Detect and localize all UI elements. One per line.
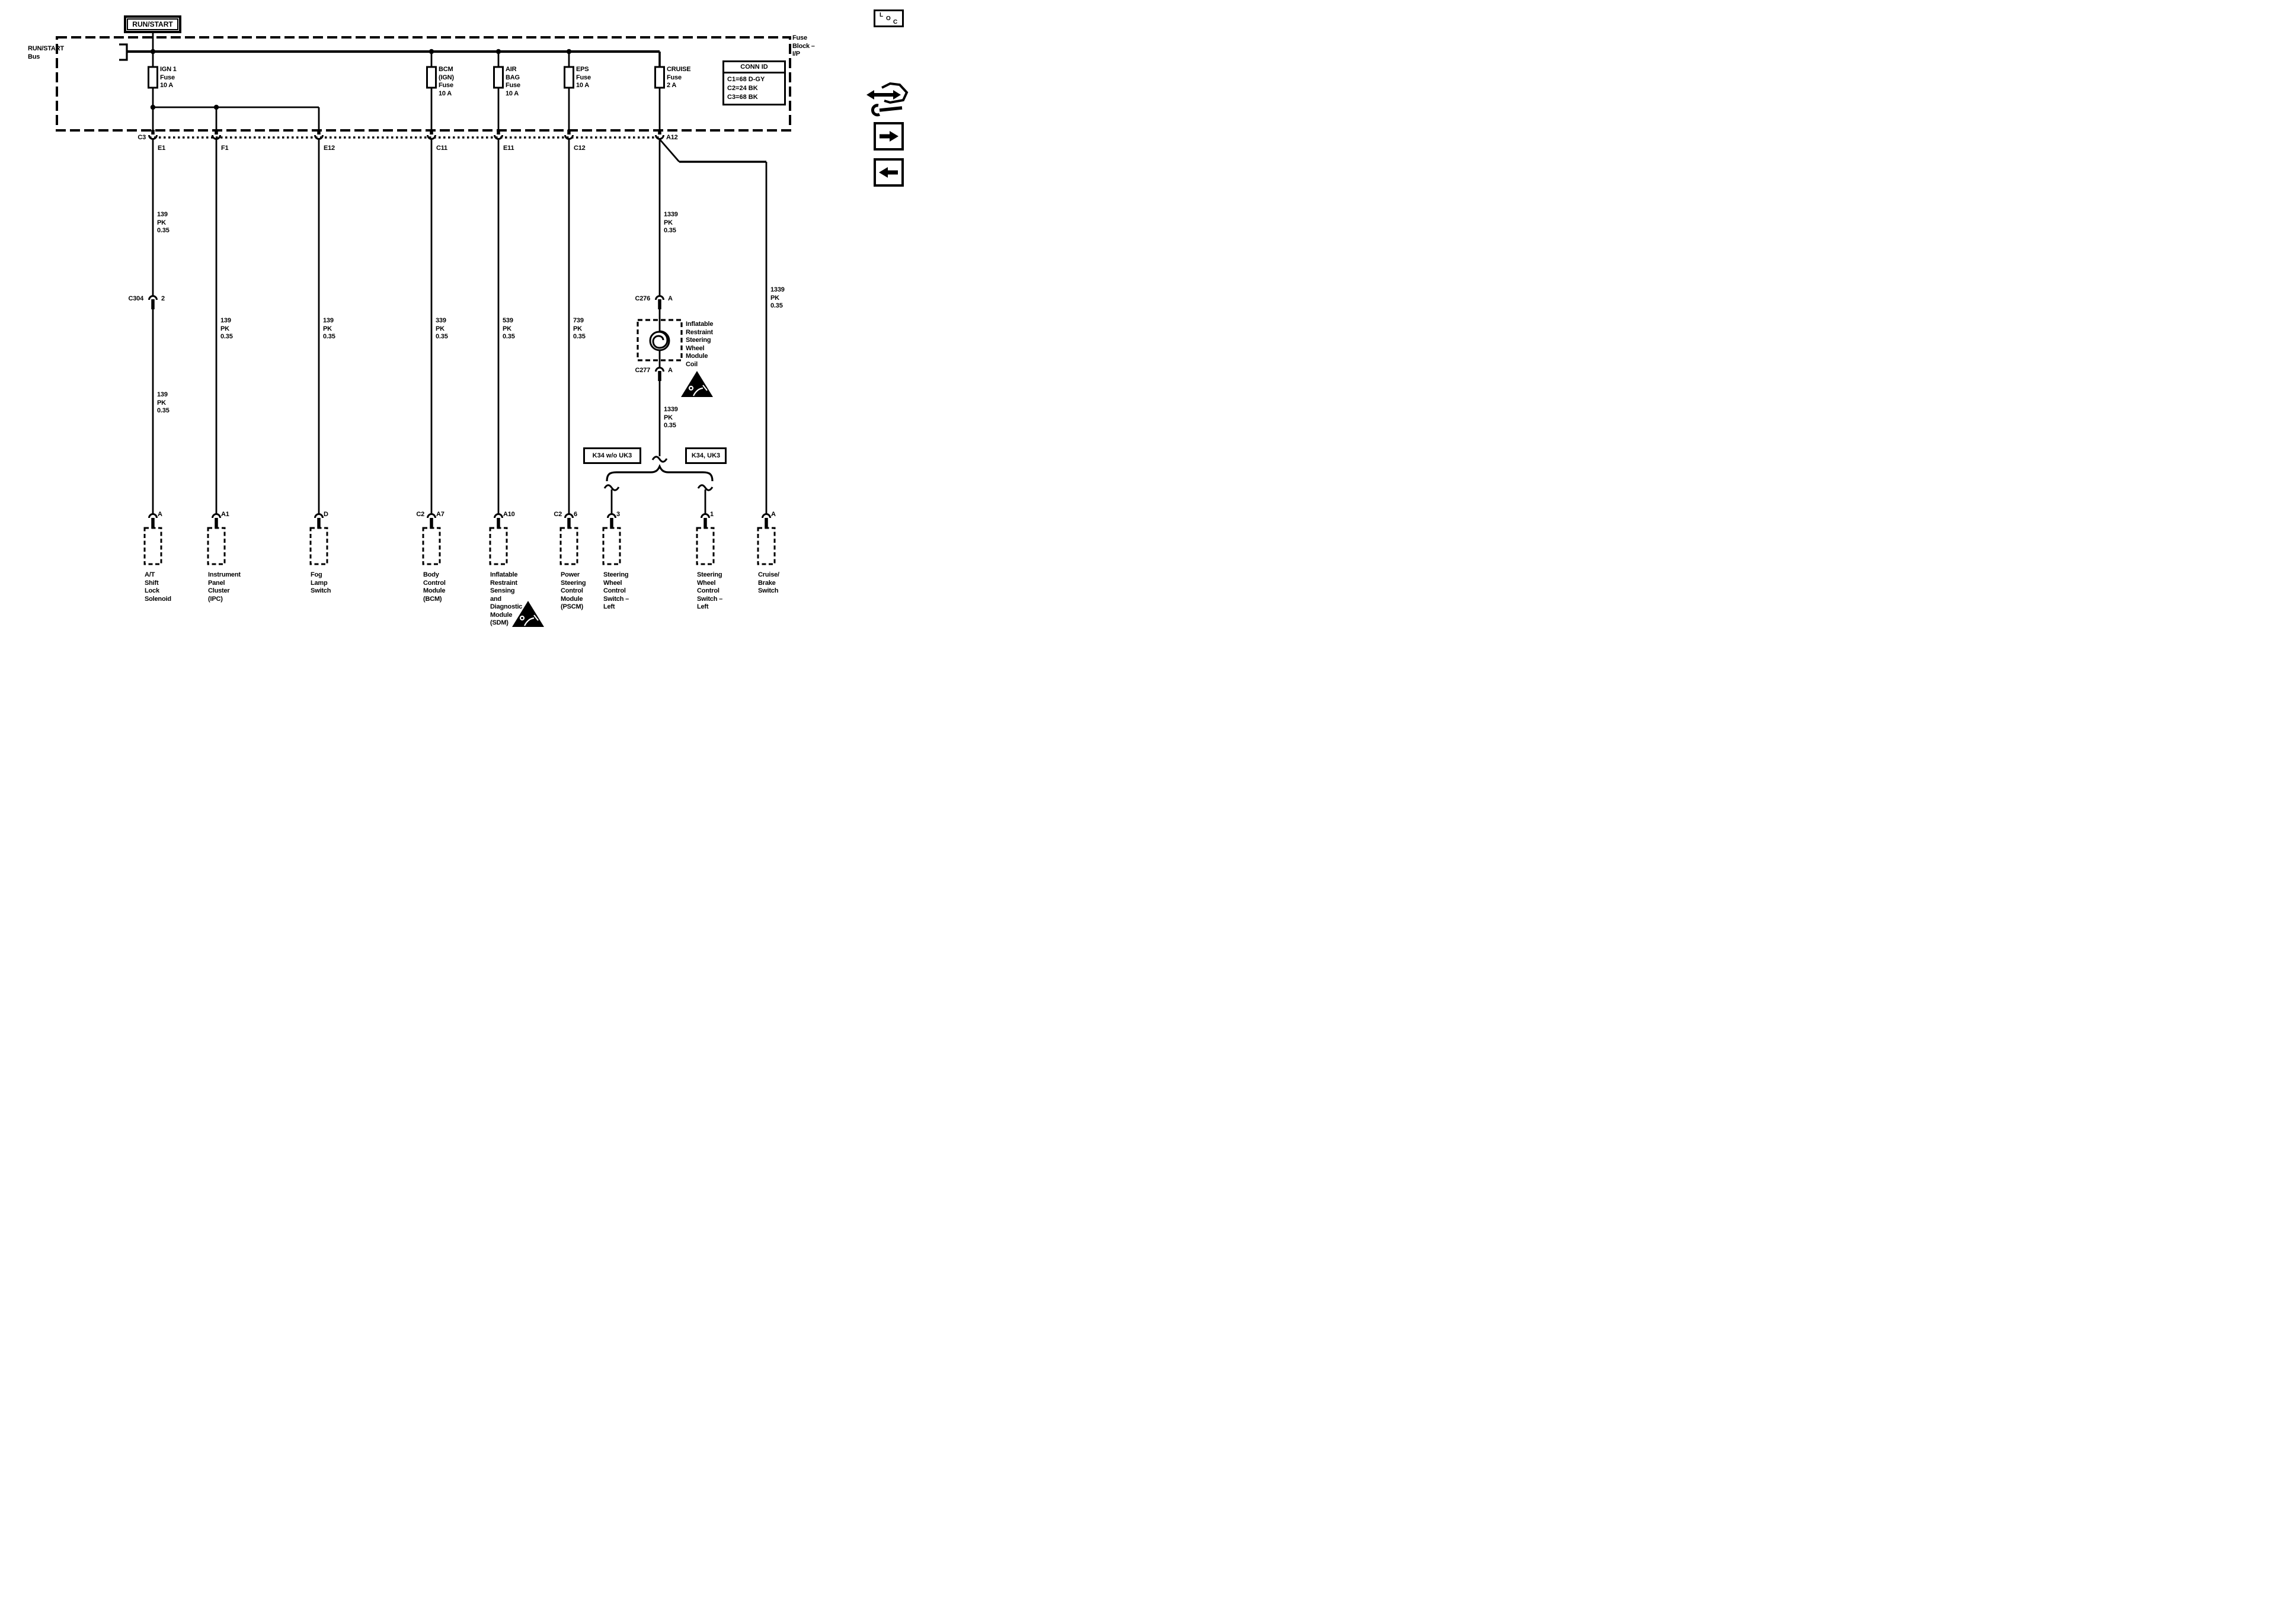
- wire-label-1339-right: 1339 PK 0.35: [770, 286, 785, 309]
- connector-label-c304: C304: [128, 295, 144, 302]
- fuse-label-bcm: BCM (IGN) Fuse 10 A: [439, 66, 454, 97]
- pin-label-c276-a: A: [668, 295, 673, 302]
- component-pin-caps: [148, 513, 771, 518]
- wiring-lines: [56, 33, 791, 627]
- diagnostic-wrench-icon[interactable]: [865, 79, 909, 119]
- pin-label-c304-2: 2: [161, 295, 165, 302]
- conn-id-table: CONN ID C1=68 D-GY C2=24 BK C3=68 BK: [722, 60, 786, 105]
- pin-label-sw1-1: 1: [710, 511, 714, 518]
- fuse-label-cruise: CRUISE Fuse 2 A: [667, 66, 691, 89]
- k34-brace: [606, 463, 714, 482]
- pin-label-f1: F1: [221, 145, 229, 152]
- wiring-diagram-page: RUN/START CONN ID C1=68 D-GY C2=24 BK C3…: [0, 0, 919, 646]
- loc-letter-o: O: [886, 15, 891, 22]
- coil-dashed-box: [637, 319, 683, 361]
- k34-uk3-box: K34, UK3: [685, 447, 727, 464]
- inline-connector-symbols: [148, 295, 664, 381]
- pin-label-e12: E12: [324, 145, 335, 152]
- component-label-at-shift-lock: A/T Shift Lock Solenoid: [145, 571, 171, 603]
- conn-id-rows: C1=68 D-GY C2=24 BK C3=68 BK: [727, 76, 765, 101]
- connector-label-c3: C3: [137, 134, 146, 141]
- component-label-ipc: Instrument Panel Cluster (IPC): [208, 571, 241, 603]
- component-label-sdm: Inflatable Restraint Sensing and Diagnos…: [490, 571, 523, 626]
- pin-label-pscm-6: 6: [574, 511, 577, 518]
- pin-label-ipc-a1: A1: [221, 511, 229, 518]
- component-label-fog-lamp: Fog Lamp Switch: [311, 571, 331, 594]
- component-dashed-boxes: [143, 527, 776, 565]
- connector-label-pscm-c2: C2: [554, 511, 562, 518]
- pin-label-c277-a: A: [668, 367, 673, 374]
- component-label-sw-switch-1: Steering Wheel Control Switch – Left: [697, 571, 723, 610]
- next-page-button[interactable]: [874, 122, 904, 151]
- pin-label-fog-d: D: [324, 511, 328, 518]
- wire-label-739: 739 PK 0.35: [573, 317, 586, 340]
- pin-label-e11: E11: [503, 145, 514, 152]
- arrow-right-icon: [880, 131, 898, 142]
- connector-row-stubs: [151, 130, 661, 135]
- airbag-warning-icon: [512, 601, 544, 627]
- power-source-box: RUN/START: [124, 15, 181, 33]
- wire-break-squiggles: [603, 456, 714, 491]
- pin-label-sw3-3: 3: [616, 511, 620, 518]
- wire-label-1339-lower: 1339 PK 0.35: [664, 406, 678, 429]
- fuse-label-ign1: IGN 1 Fuse 10 A: [160, 66, 177, 89]
- pin-label-c12: C12: [574, 145, 586, 152]
- component-pin-stubs: [151, 518, 768, 529]
- component-label-cruise-brake: Cruise/ Brake Switch: [758, 571, 779, 594]
- coil-label: Inflatable Restraint Steering Wheel Modu…: [686, 321, 714, 368]
- junction-dots: [150, 49, 572, 110]
- k34-without-uk3-box: K34 w/o UK3: [583, 447, 641, 464]
- wire-label-339: 339 PK 0.35: [436, 317, 448, 340]
- fuse-block-label: Fuse Block – I/P: [792, 34, 815, 57]
- fuse-symbols: [148, 66, 665, 89]
- airbag-warning-icon: [681, 371, 713, 397]
- wire-label-139-upper: 139 PK 0.35: [157, 211, 170, 234]
- pin-label-c11: C11: [436, 145, 447, 152]
- fuse-label-airbag: AIR BAG Fuse 10 A: [506, 66, 520, 97]
- wire-label-139-fog: 139 PK 0.35: [323, 317, 335, 340]
- bus-label: RUN/START Bus: [28, 45, 64, 60]
- pin-label-at-a: A: [158, 511, 162, 518]
- pin-label-sdm-a10: A10: [503, 511, 515, 518]
- arrow-left-icon: [879, 167, 898, 178]
- pin-label-e1: E1: [158, 145, 166, 152]
- previous-page-button[interactable]: [874, 158, 904, 187]
- pin-label-cb-a: A: [771, 511, 776, 518]
- connector-label-c276: C276: [635, 295, 651, 302]
- connector-label-bcm-c2: C2: [416, 511, 424, 518]
- pin-label-bcm-a7: A7: [436, 511, 445, 518]
- loc-letter-l: L: [880, 12, 884, 18]
- conn-id-title: CONN ID: [724, 62, 784, 73]
- component-label-sw-switch-3: Steering Wheel Control Switch – Left: [603, 571, 629, 610]
- component-label-pscm: Power Steering Control Module (PSCM): [561, 571, 586, 610]
- power-source-label: RUN/START: [132, 20, 173, 28]
- component-label-bcm: Body Control Module (BCM): [423, 571, 446, 603]
- wire-label-539: 539 PK 0.35: [503, 317, 515, 340]
- wire-label-139-ipc: 139 PK 0.35: [220, 317, 233, 340]
- loc-letter-c: C: [893, 19, 898, 25]
- wire-label-1339-upper: 1339 PK 0.35: [664, 211, 678, 234]
- wire-label-139-lower: 139 PK 0.35: [157, 391, 170, 414]
- connector-label-c277: C277: [635, 367, 651, 374]
- coil-spiral-icon: [649, 330, 670, 351]
- pin-label-a12: A12: [666, 134, 678, 141]
- loc-button[interactable]: L O C: [874, 9, 904, 27]
- bus-bracket: [119, 43, 128, 61]
- fuse-label-eps: EPS Fuse 10 A: [576, 66, 591, 89]
